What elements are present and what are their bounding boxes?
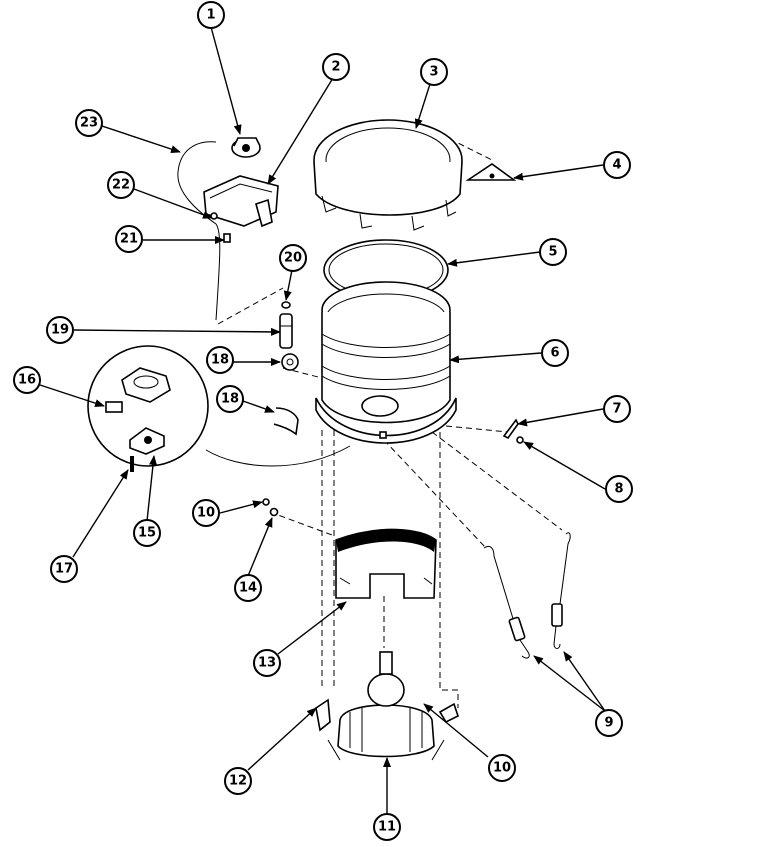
callout-19: 18: [206, 346, 234, 374]
callout-7: 7: [603, 395, 631, 423]
callout-22: 21: [115, 225, 143, 253]
part-10-screw-lower: [438, 702, 459, 724]
part-9-springs: [483, 532, 571, 659]
part-19-nut: [281, 353, 299, 371]
svg-text:10: 10: [493, 761, 511, 776]
svg-text:9: 9: [604, 716, 613, 731]
part-14-washer: [269, 507, 279, 517]
part-11-base: [327, 651, 445, 761]
callout-15: 15: [133, 519, 161, 547]
part-3-tub-ring: [313, 119, 463, 231]
callout-10-lower: 10: [488, 754, 516, 782]
svg-text:20: 20: [284, 251, 302, 266]
svg-text:2: 2: [331, 60, 340, 75]
svg-text:23: 23: [80, 116, 98, 131]
callout-20: 19: [46, 316, 74, 344]
svg-text:16: 16: [18, 373, 36, 388]
part-13-shield: [335, 528, 437, 599]
callout-1: 1: [197, 1, 225, 29]
part-24-hose: [177, 141, 221, 321]
callout-4: 4: [603, 151, 631, 179]
callout-18-inset: 17: [50, 555, 78, 583]
part-8-screw: [516, 436, 524, 444]
svg-text:1: 1: [206, 8, 215, 23]
callout-13: 13: [253, 649, 281, 677]
svg-text:13: 13: [258, 656, 276, 671]
callout-14: 14: [234, 574, 262, 602]
callout-17: 16: [13, 366, 41, 394]
svg-text:6: 6: [550, 346, 559, 361]
part-6-outer-tub: [315, 281, 457, 444]
svg-text:8: 8: [614, 482, 623, 497]
svg-text:18: 18: [221, 392, 239, 407]
leader-lines: [39, 26, 606, 815]
svg-text:18: 18: [211, 353, 229, 368]
part-21-washer: [281, 301, 291, 309]
svg-text:4: 4: [612, 158, 621, 173]
part-18-pad: [273, 407, 299, 436]
svg-text:19: 19: [51, 323, 69, 338]
svg-text:7: 7: [612, 402, 621, 417]
svg-text:3: 3: [429, 65, 438, 80]
svg-text:14: 14: [239, 581, 257, 596]
part-10-screw-upper: [262, 498, 270, 506]
svg-text:15: 15: [138, 526, 156, 541]
callout-10-upper: 10: [192, 499, 220, 527]
callout-24: 23: [75, 109, 103, 137]
svg-text:10: 10: [197, 506, 215, 521]
part-7-clip: [502, 418, 519, 440]
callout-18-pad: 18: [216, 385, 244, 413]
svg-text:17: 17: [55, 562, 73, 577]
part-2-bracket: [203, 175, 279, 243]
callout-5: 5: [539, 238, 567, 266]
part-4-clip: [465, 163, 517, 181]
part-1-switch: [231, 137, 261, 158]
svg-text:11: 11: [378, 820, 396, 835]
callout-12: 12: [224, 767, 252, 795]
callout-21: 20: [279, 244, 307, 272]
assembly-lines: [217, 140, 563, 708]
part-20-valve: [279, 313, 293, 349]
svg-text:21: 21: [120, 232, 138, 247]
callout-9: 9: [595, 709, 623, 737]
svg-text:12: 12: [229, 774, 247, 789]
callout-6: 6: [541, 339, 569, 367]
callout-11: 11: [373, 813, 401, 841]
callout-2: 2: [322, 53, 350, 81]
callout-8: 8: [605, 475, 633, 503]
callout-23: 22: [107, 171, 135, 199]
svg-text:5: 5: [548, 245, 557, 260]
part-12-bracket: [315, 698, 331, 732]
callout-3: 3: [420, 58, 448, 86]
svg-text:22: 22: [112, 178, 130, 193]
detail-inset: [87, 345, 351, 472]
